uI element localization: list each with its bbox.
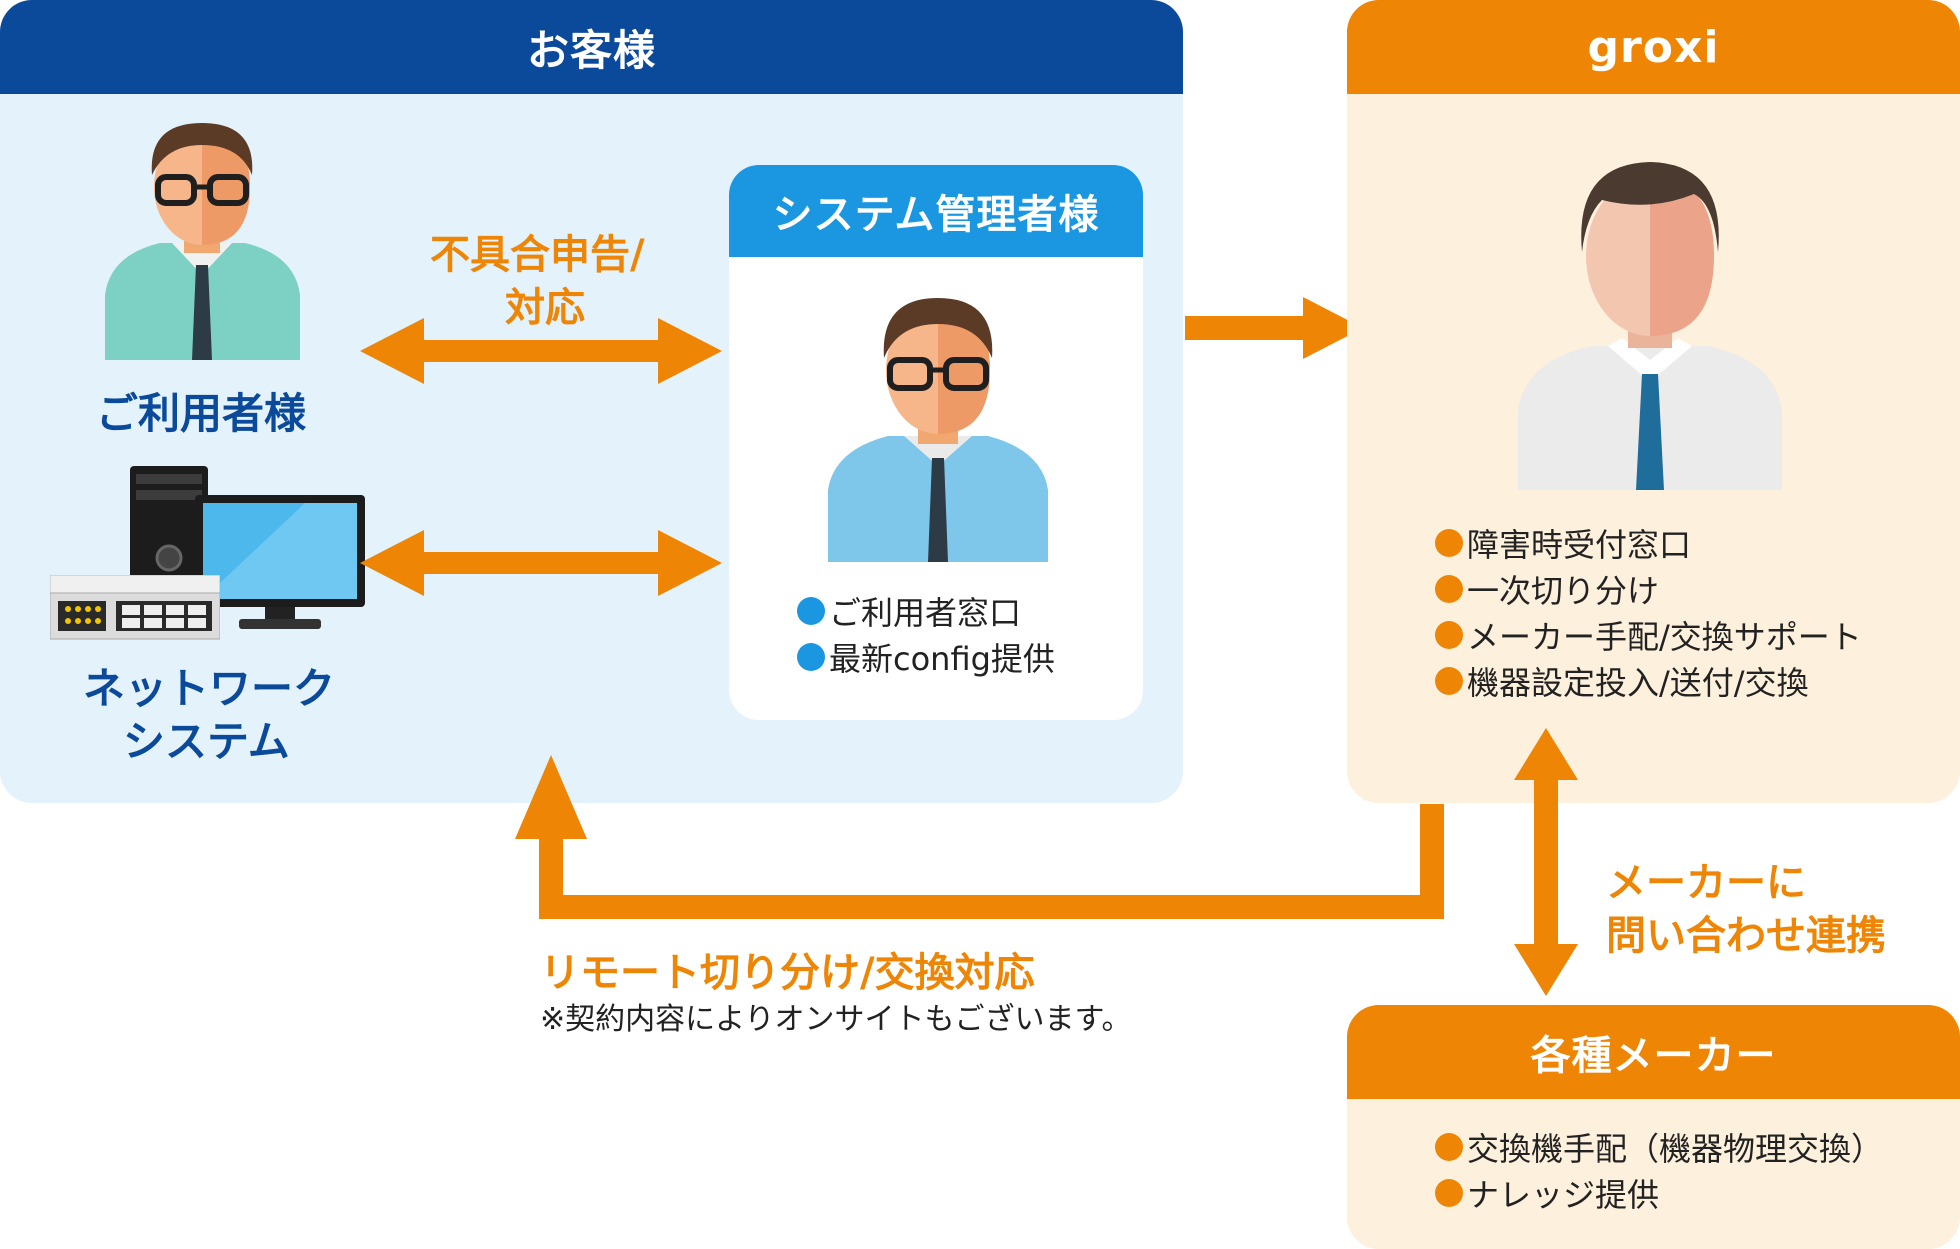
maker-item: 交換機手配（機器物理交換） (1435, 1124, 1883, 1170)
groxi-staff-icon (1518, 162, 1782, 490)
maker-link-label-line1: メーカーに (1606, 860, 1806, 906)
network-label-line2: システム (123, 717, 290, 766)
report-arrow-label-line1: 不具合申告/ (430, 232, 645, 278)
customer-panel-title: お客様 (526, 25, 656, 75)
groxi-panel-header: groxi (1347, 0, 1960, 94)
network-switch-icon (50, 575, 220, 640)
maker-panel-title: 各種メーカー (1530, 1033, 1777, 1079)
network-admin-double-arrow (360, 530, 722, 596)
bullet-dot-icon (1435, 621, 1463, 649)
monitor-icon (195, 495, 365, 629)
user-label: ご利用者様 (96, 389, 307, 438)
report-arrow-label-line2: 対応 (505, 285, 585, 331)
admin-item: 最新config提供 (797, 634, 1055, 680)
admin-items: ご利用者窓口 最新config提供 (797, 588, 1055, 680)
user-admin-double-arrow (360, 318, 722, 384)
groxi-item: 障害時受付窓口 (1435, 520, 1862, 566)
groxi-items: 障害時受付窓口 一次切り分け メーカー手配/交換サポート 機器設定投入/送付/交… (1435, 520, 1862, 704)
groxi-panel-title: groxi (1587, 21, 1720, 73)
groxi-maker-double-arrow (1514, 728, 1578, 996)
groxi-panel: groxi (1347, 0, 1960, 803)
bullet-dot-icon (1435, 667, 1463, 695)
maker-panel: 各種メーカー (1347, 1005, 1960, 1249)
groxi-item: 一次切り分け (1435, 566, 1862, 612)
to-groxi-arrow (1185, 297, 1363, 359)
bullet-dot-icon (797, 643, 825, 671)
maker-item-text: 交換機手配（機器物理交換） (1467, 1130, 1884, 1168)
maker-items: 交換機手配（機器物理交換） ナレッジ提供 (1435, 1124, 1883, 1216)
bullet-dot-icon (1435, 575, 1463, 603)
admin-card-header: システム管理者様 (729, 165, 1143, 257)
user-glasses-icon (105, 123, 300, 360)
maker-item-text: ナレッジ提供 (1467, 1176, 1660, 1214)
groxi-item: メーカー手配/交換サポート (1435, 612, 1862, 658)
maker-item: ナレッジ提供 (1435, 1170, 1883, 1216)
groxi-item: 機器設定投入/送付/交換 (1435, 658, 1862, 704)
groxi-item-text: 一次切り分け (1467, 572, 1660, 610)
maker-link-label-line2: 問い合わせ連携 (1606, 913, 1886, 959)
groxi-item-text: 障害時受付窓口 (1467, 526, 1692, 564)
admin-item-text: 最新config提供 (829, 640, 1055, 678)
groxi-item-text: メーカー手配/交換サポート (1467, 618, 1862, 656)
bullet-dot-icon (797, 597, 825, 625)
admin-item-text: ご利用者窓口 (829, 594, 1022, 632)
bullet-dot-icon (1435, 1179, 1463, 1207)
server-tower-icon (130, 466, 208, 586)
remote-support-note: ※契約内容によりオンサイトもございます。 (540, 1002, 1132, 1037)
admin-card-title: システム管理者様 (772, 192, 1100, 238)
maker-panel-header: 各種メーカー (1347, 1005, 1960, 1099)
bullet-dot-icon (1435, 1133, 1463, 1161)
remote-support-label: リモート切り分け/交換対応 (540, 950, 1035, 996)
bullet-dot-icon (1435, 529, 1463, 557)
network-label-line1: ネットワーク (83, 664, 336, 713)
admin-item: ご利用者窓口 (797, 588, 1055, 634)
admin-glasses-icon (828, 298, 1048, 562)
admin-card: システム管理者様 (729, 165, 1143, 720)
customer-panel-header: お客様 (0, 0, 1183, 94)
groxi-item-text: 機器設定投入/送付/交換 (1467, 664, 1809, 702)
remote-support-return-arrow (515, 755, 1444, 919)
